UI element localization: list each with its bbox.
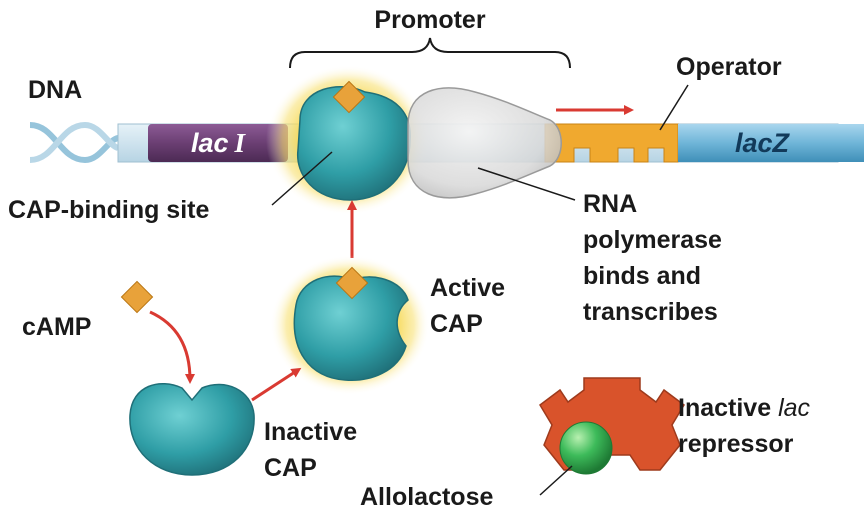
repressor-label-2: repressor <box>678 430 794 458</box>
rna-polymerase-leader <box>477 167 576 201</box>
inactive-cap <box>129 383 255 476</box>
allolactose-leader <box>539 465 573 496</box>
inactive-to-active-arrow <box>251 367 302 402</box>
active-cap-label-1: Active <box>430 274 505 302</box>
lacz-gene <box>678 124 864 162</box>
promoter-bracket <box>289 37 571 69</box>
inactive-cap-label-2: CAP <box>264 454 317 482</box>
rna-pol-label-3: binds and <box>583 262 701 290</box>
dna-helix-icon <box>29 121 120 164</box>
rna-pol-label-4: transcribes <box>583 298 718 326</box>
operator-leader <box>659 84 689 131</box>
inactive-cap-label-1: Inactive <box>264 418 357 446</box>
active-camp-icon <box>335 266 369 300</box>
allolactose-molecule <box>559 421 613 475</box>
camp-label: cAMP <box>22 313 91 341</box>
cap-binding-site-label: CAP-binding site <box>8 196 209 224</box>
repressor-label-1: Inactive lac <box>678 394 811 422</box>
allolactose-label: Allolactose <box>360 483 493 510</box>
active-cap-label-2: CAP <box>430 310 483 338</box>
bound-camp-icon <box>332 80 366 114</box>
cap-binding-leader <box>271 151 333 206</box>
operator-segment <box>544 123 679 163</box>
rna-polymerase <box>407 87 562 199</box>
lacz-label: lacZ <box>735 128 791 158</box>
dna-label: DNA <box>28 76 82 104</box>
camp-icon <box>120 280 154 314</box>
operator-label: Operator <box>676 53 782 81</box>
camp-to-cap-arrow <box>149 310 195 384</box>
rna-pol-label-1: RNA <box>583 190 637 218</box>
promoter-label: Promoter <box>374 6 485 34</box>
laci-gene <box>148 124 288 162</box>
rna-pol-label-2: polymerase <box>583 226 722 254</box>
